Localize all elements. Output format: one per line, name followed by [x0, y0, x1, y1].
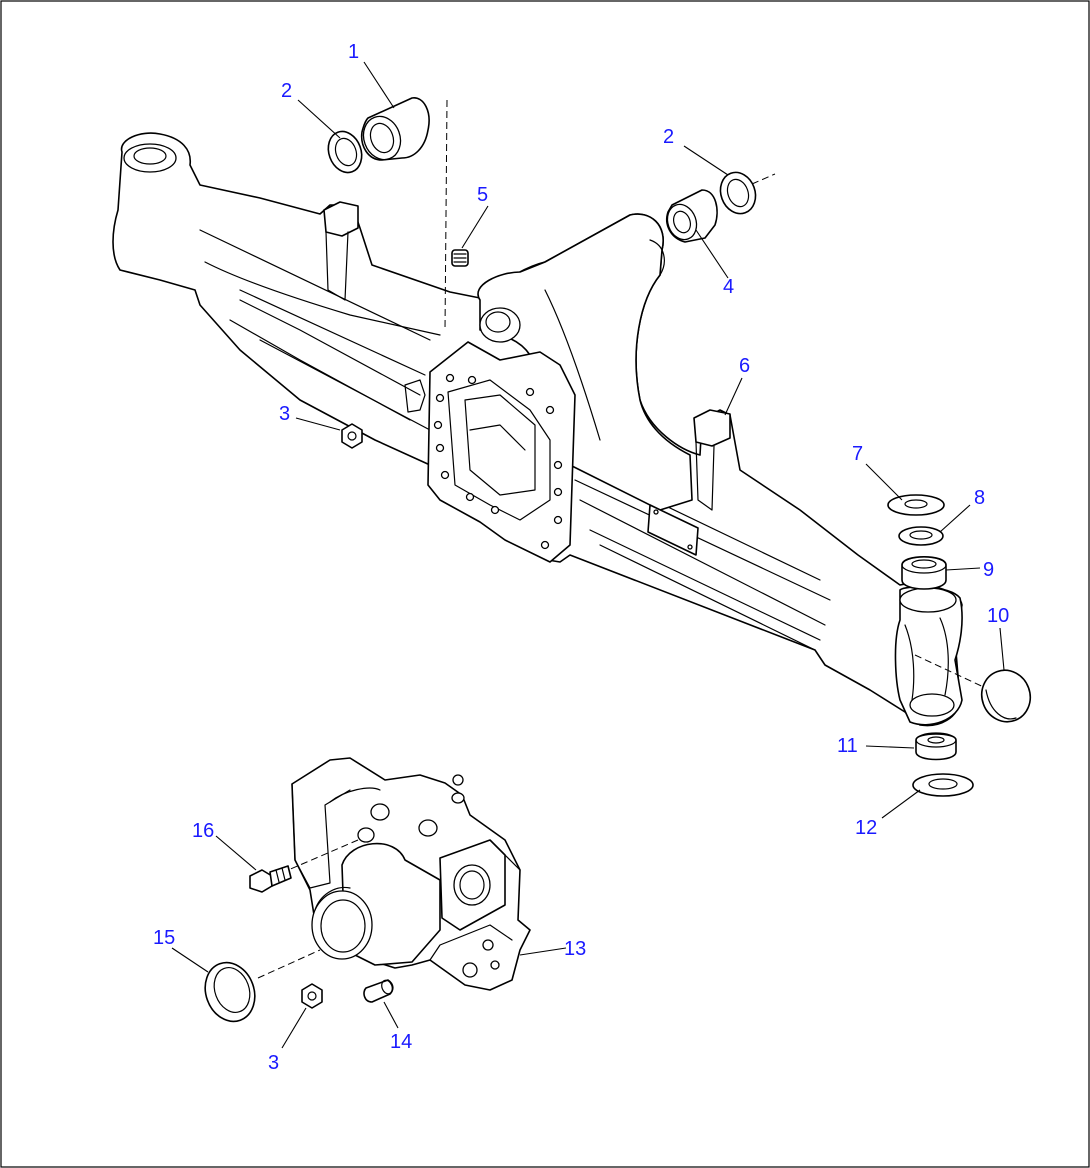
part-4-bushing: [666, 189, 718, 243]
callout-3-lower: 3: [268, 1052, 279, 1074]
callout-6: 6: [739, 355, 750, 377]
callout-3-upper: 3: [279, 403, 290, 425]
callout-11: 11: [837, 735, 858, 757]
callout-7: 7: [852, 443, 863, 465]
part-5-plug: [451, 249, 469, 267]
callout-5: 5: [477, 184, 488, 206]
part-3-plug-lower: [301, 983, 323, 1009]
part-15-seal: [204, 961, 256, 1023]
callout-1: 1: [348, 41, 359, 63]
part-7-shim: [887, 494, 945, 516]
part-1-bushing: [360, 97, 430, 161]
part-2-seal-right: [719, 171, 757, 215]
callout-13: 13: [564, 938, 586, 960]
callout-2-left: 2: [281, 80, 292, 102]
part-16-bolt: [249, 865, 292, 893]
callout-labels: 1 2 2 3 3 4 5 6 7 8 9 10 11 12 13 14 15 …: [153, 41, 1009, 1074]
part-8-washer: [898, 526, 944, 546]
centerline-right: [751, 173, 776, 185]
part-10-cap: [980, 669, 1032, 723]
callout-2-right: 2: [663, 126, 674, 148]
part-11-bushing: [915, 732, 957, 761]
part-13-bracket: [264, 757, 531, 991]
part-2-seal-left: [327, 130, 363, 174]
centerline-15: [257, 949, 321, 979]
callout-10: 10: [987, 605, 1009, 627]
callout-8: 8: [974, 487, 985, 509]
leader-lines: [171, 61, 1005, 1049]
callout-15: 15: [153, 927, 175, 949]
part-14-pin: [363, 979, 394, 1003]
callout-16: 16: [192, 820, 214, 842]
part-12-washer: [912, 773, 974, 797]
callout-14: 14: [390, 1031, 412, 1053]
callout-4: 4: [723, 276, 734, 298]
part-9-bushing: [901, 556, 947, 590]
part-3-plug-upper: [341, 423, 363, 449]
callout-9: 9: [983, 559, 994, 581]
callout-12: 12: [855, 817, 877, 839]
axle-housing: [112, 99, 991, 727]
